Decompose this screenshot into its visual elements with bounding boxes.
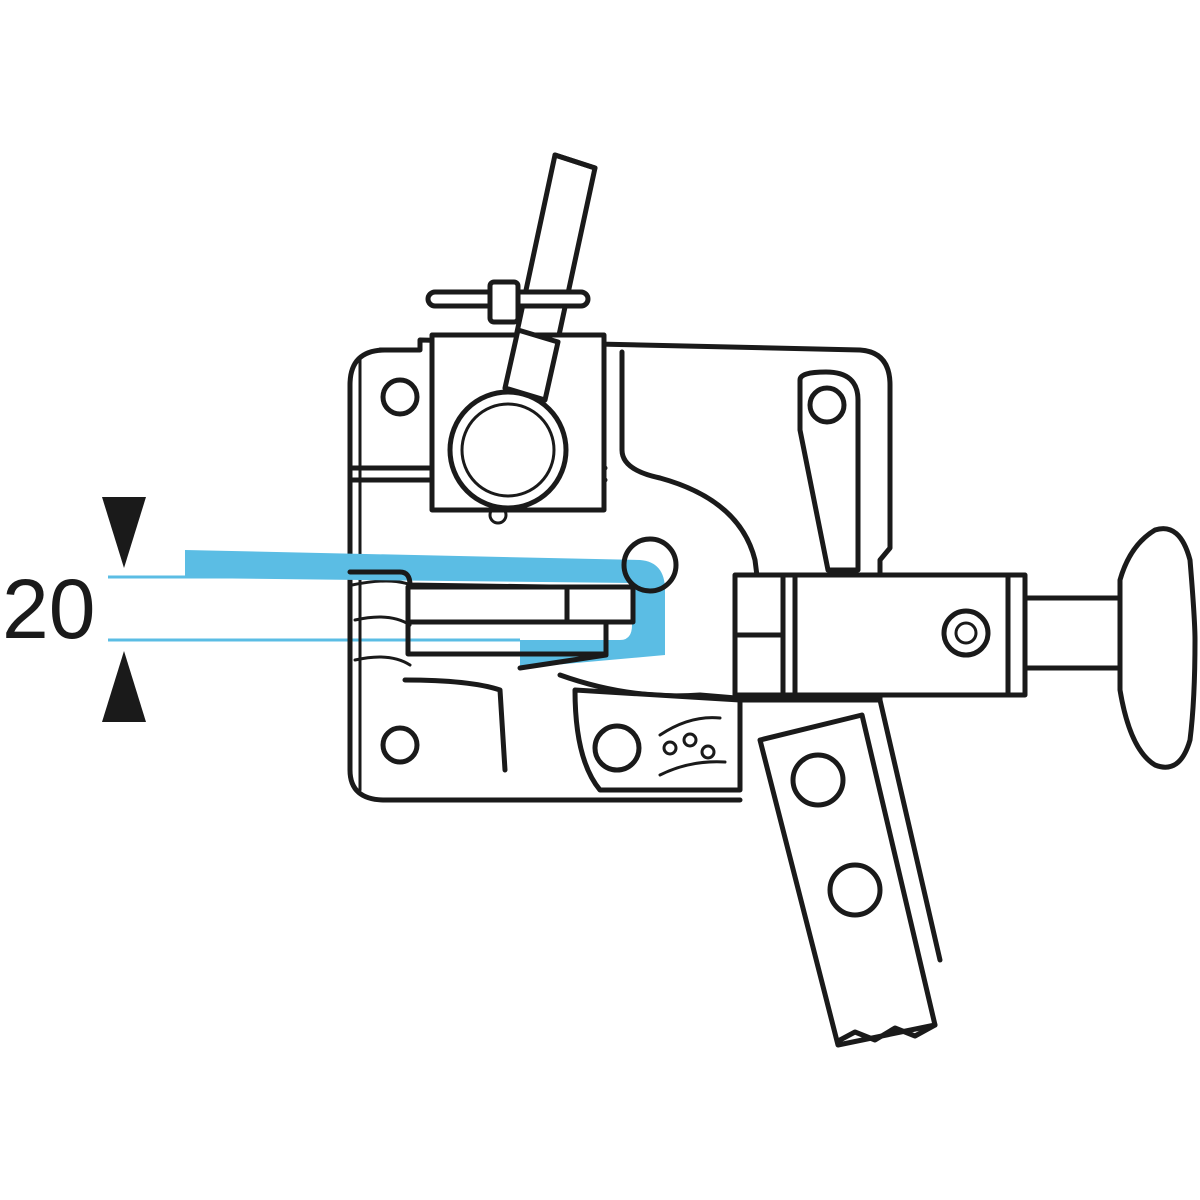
plunger-assembly [732,526,1198,770]
arm-hole-upper [790,752,846,808]
right-link-arm [797,369,861,573]
lower-angled-arm [757,697,943,1048]
mounting-hole-top-left [380,377,420,417]
clamp-knob [447,389,569,511]
screw-icon [941,608,991,658]
mounting-hole-bottom-left [380,725,420,765]
upper-jaw [405,584,636,625]
dimension-arrow-top-icon [102,497,146,568]
pivot-pin [621,536,679,594]
lower-jaw [405,619,609,657]
workpiece-bar [185,550,665,668]
t-handle-knob [1117,526,1198,770]
dimension-value: 20 [2,562,95,656]
top-lever-assembly [425,152,607,525]
roller-block [572,687,743,793]
bending-jaw [347,536,679,671]
dimension-arrow-bottom-icon [102,651,146,722]
workpiece-bent-bar [185,550,665,668]
dimension-annotation: 20 [2,497,520,722]
arm-hole-lower [827,862,883,918]
